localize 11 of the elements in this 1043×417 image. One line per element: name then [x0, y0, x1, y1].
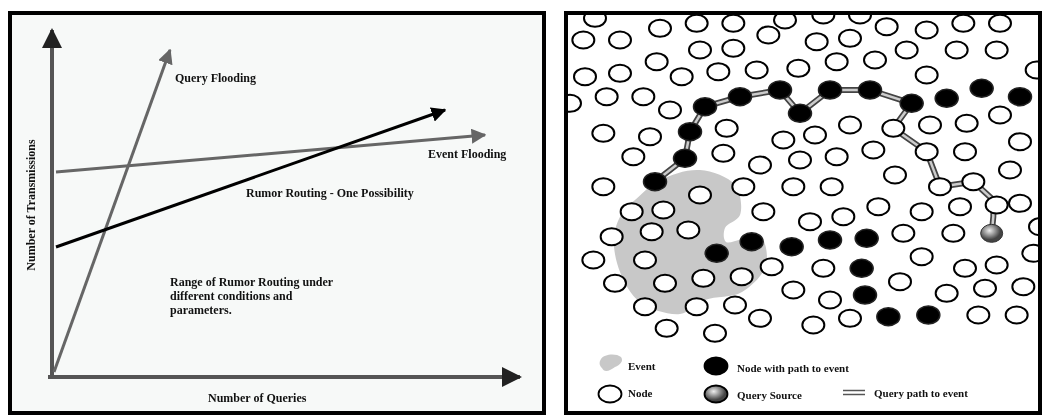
- y-axis-label: Number of Transmissions: [25, 139, 39, 271]
- series-label: Event Flooding: [428, 148, 507, 162]
- legend-label: Node with path to event: [737, 362, 849, 375]
- series-label: Query Flooding: [175, 72, 256, 86]
- legend-label: Node: [628, 387, 653, 400]
- series-label: Rumor Routing - One Possibility: [246, 187, 414, 201]
- legend-label: Event: [628, 360, 656, 373]
- x-axis-label: Number of Queries: [208, 392, 307, 406]
- annotation-note: Range of Rumor Routing under different conditions and parameters.: [170, 276, 334, 318]
- legend-label: Query path to event: [874, 387, 968, 400]
- legend-label: Query Source: [737, 389, 802, 402]
